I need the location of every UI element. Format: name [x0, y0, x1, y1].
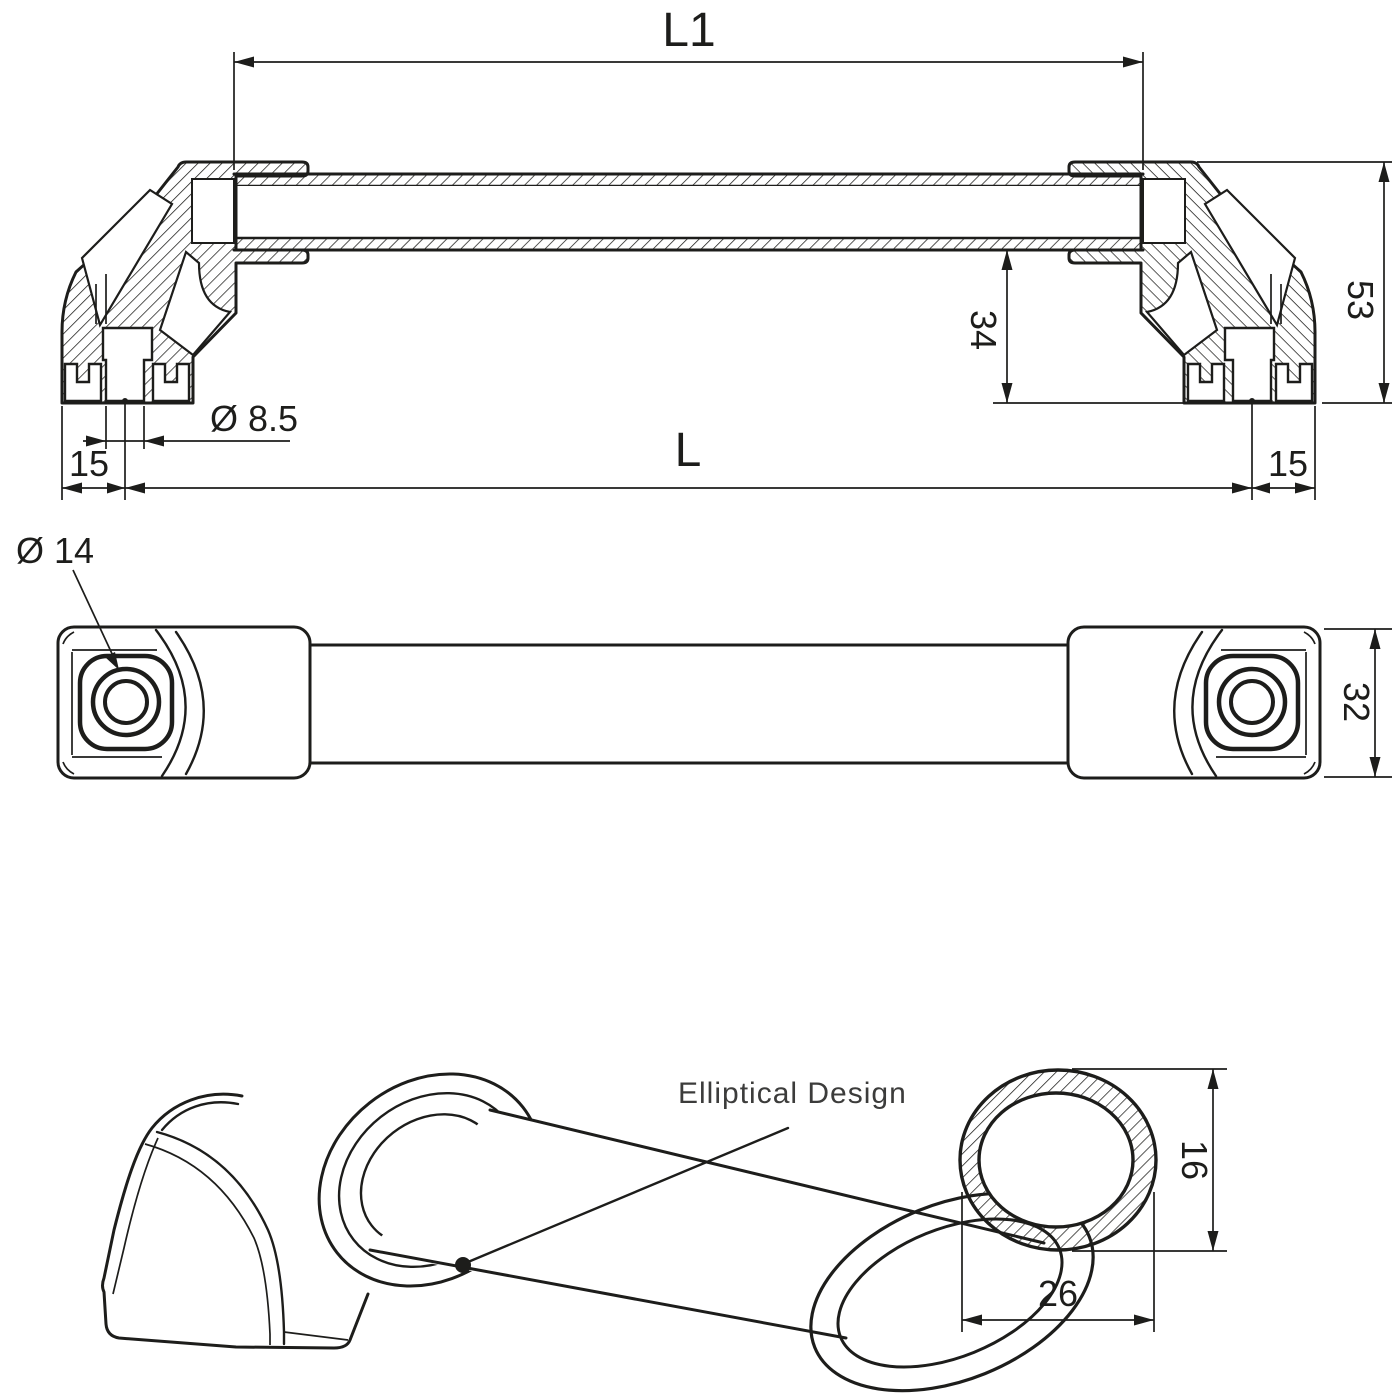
callout-leader	[466, 1126, 790, 1264]
dim-counterbore: Ø 14	[16, 530, 119, 670]
dim-53: 53	[1197, 161, 1392, 404]
section-view: L1 53 34 Ø 8.5	[60, 4, 1392, 500]
dim-phi14-label: Ø 14	[16, 530, 94, 571]
dim-l-label: L	[675, 424, 702, 477]
ellipse-inner	[977, 1091, 1135, 1229]
dim-hole-label: Ø 8.5	[210, 398, 298, 439]
block-front-edge	[155, 1130, 286, 1346]
dim-26: 26	[961, 1192, 1155, 1332]
screw-recess	[77, 653, 175, 752]
dim-l1: L1	[233, 4, 1144, 170]
screw-hole-circle	[103, 679, 149, 725]
face-crescent-outer	[174, 630, 205, 776]
dim-15-left-label: 15	[69, 443, 109, 484]
dim-15-right-label: 15	[1268, 443, 1308, 484]
dim-34-label: 34	[963, 310, 1004, 350]
dim-l1-label: L1	[662, 4, 715, 57]
dim-26-label: 26	[1038, 1273, 1078, 1314]
pictorial-view	[101, 1072, 1095, 1393]
right-end-block	[1066, 625, 1322, 780]
dim-16-label: 16	[1174, 1140, 1215, 1180]
left-end-block	[56, 625, 312, 780]
front-view: Ø 14 32	[16, 530, 1392, 780]
elliptical-design-label: Elliptical Design	[678, 1077, 907, 1110]
callout-leader-dot	[455, 1257, 471, 1273]
face-crescent-inner	[154, 628, 187, 778]
tube-section	[232, 172, 1145, 252]
dim-32: 32	[1324, 628, 1392, 778]
dim-bottom: 15 L 15	[61, 404, 1316, 500]
counterbore-circle	[90, 666, 162, 738]
elliptical-detail: 16 26 Elliptical Design	[455, 1068, 1227, 1332]
dim-32-label: 32	[1336, 682, 1377, 722]
dim-53-label: 53	[1340, 280, 1381, 320]
dim-34: 34	[963, 250, 1186, 404]
dim-hole: Ø 8.5	[83, 398, 298, 449]
block-silhouette	[101, 1092, 370, 1350]
dim-16: 16	[1072, 1068, 1227, 1252]
